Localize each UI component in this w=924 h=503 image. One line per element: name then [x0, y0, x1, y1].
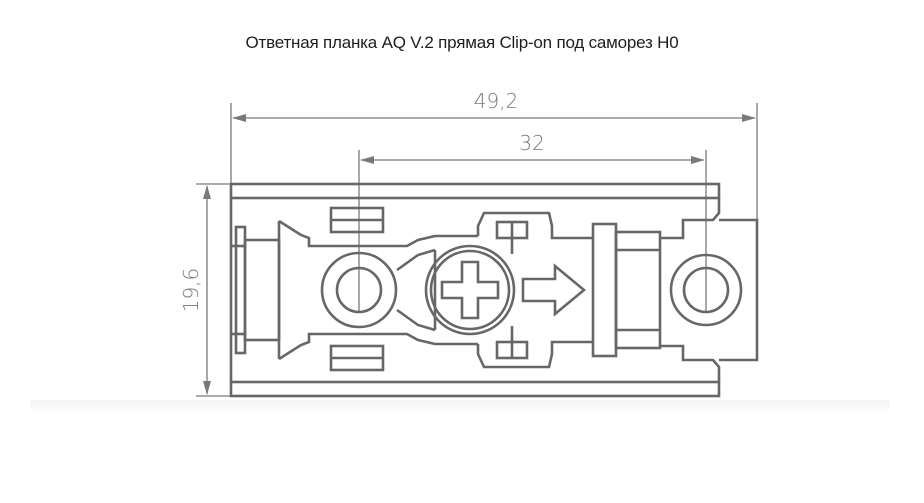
dimension-label-spacing: 32	[519, 131, 544, 155]
mounting-hole-right	[669, 253, 743, 327]
top-rail	[229, 182, 721, 200]
dimension-label-height: 19,6	[179, 268, 203, 313]
direction-arrow-icon	[521, 263, 587, 317]
screw-phillips-icon	[424, 244, 516, 336]
mounting-hole-left	[320, 251, 398, 329]
right-tab	[719, 218, 759, 362]
bottom-fade	[30, 400, 890, 414]
dimension-hole-spacing: 32	[358, 131, 707, 312]
strike-plate-outline	[229, 182, 759, 398]
drawing-title: Ответная планка AQ V.2 прямая Clip-on по…	[245, 33, 679, 52]
dimension-overall-length: 49,2	[230, 89, 758, 219]
bottom-rail	[229, 380, 721, 398]
dimension-height: 19,6	[179, 183, 231, 397]
dimension-label-overall: 49,2	[474, 89, 519, 113]
